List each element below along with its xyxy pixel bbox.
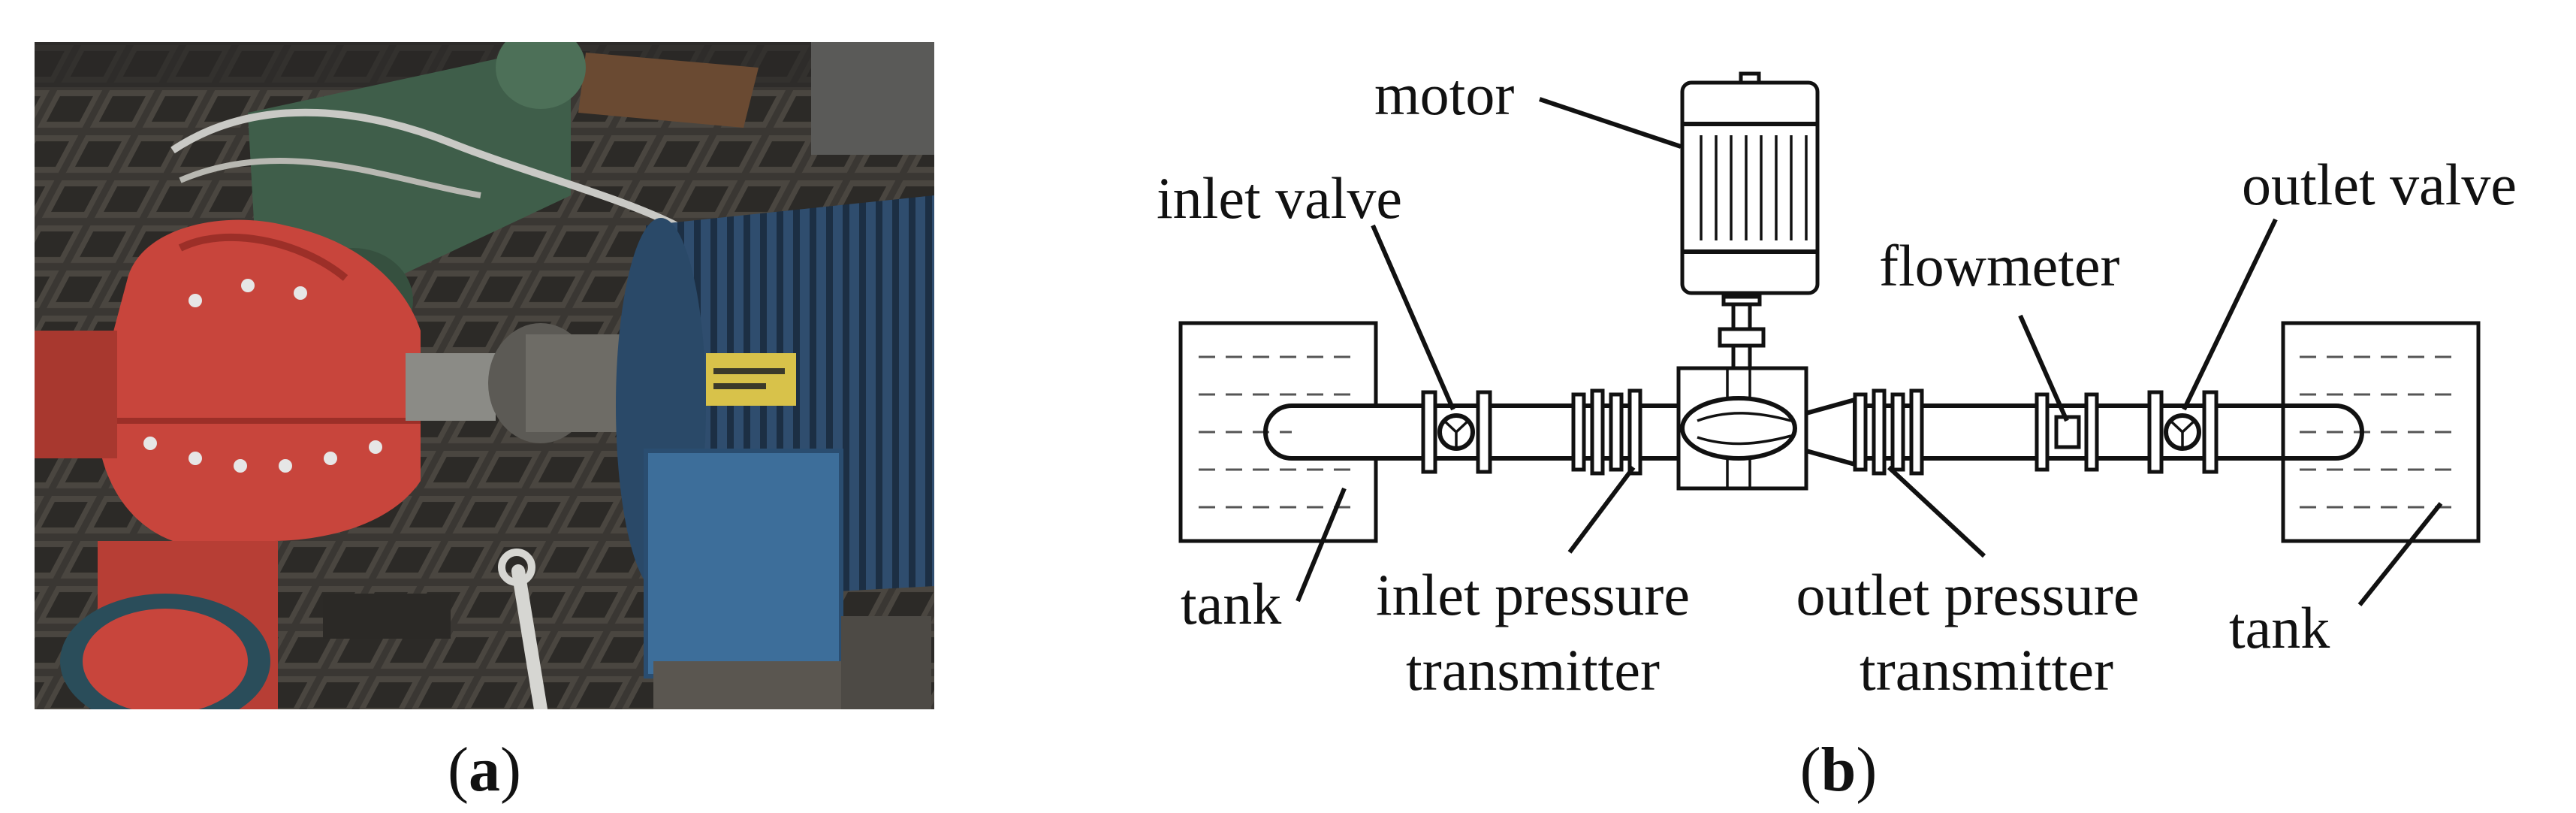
caption-b: (b) (1800, 735, 1878, 805)
flowmeter (2035, 392, 2099, 472)
tank-right (2281, 321, 2481, 543)
label-tank-left: tank (1181, 571, 1281, 636)
label-outlet-pressure-line2: transmitter (1860, 637, 2113, 703)
label-flowmeter: flowmeter (1879, 233, 2120, 298)
label-inlet-valve: inlet valve (1157, 165, 1402, 231)
inlet-pressure-transmitter (1571, 388, 1642, 476)
outlet-pressure-transmitter (1853, 388, 1924, 476)
schematic: motor inlet valve outlet valve flowmeter… (1157, 62, 2517, 703)
shaft-coupling (1718, 291, 1766, 370)
pump-casing (35, 219, 421, 709)
inlet-valve (1421, 390, 1492, 474)
label-inlet-pressure-line1: inlet pressure (1376, 562, 1690, 627)
caption-a: (a) (448, 735, 521, 805)
label-inlet-pressure-line2: transmitter (1406, 637, 1660, 703)
leader-lines (1296, 97, 2443, 606)
label-motor: motor (1374, 62, 1514, 127)
label-outlet-pressure-line1: outlet pressure (1796, 562, 2139, 627)
wrench (498, 549, 547, 709)
pump (1676, 366, 1808, 491)
photo-test-rig (35, 42, 934, 709)
motor (1680, 71, 1820, 295)
label-outlet-valve: outlet valve (2242, 152, 2517, 217)
outlet-valve (2147, 390, 2219, 474)
photo-motor (616, 195, 934, 709)
label-tank-right: tank (2229, 595, 2330, 660)
